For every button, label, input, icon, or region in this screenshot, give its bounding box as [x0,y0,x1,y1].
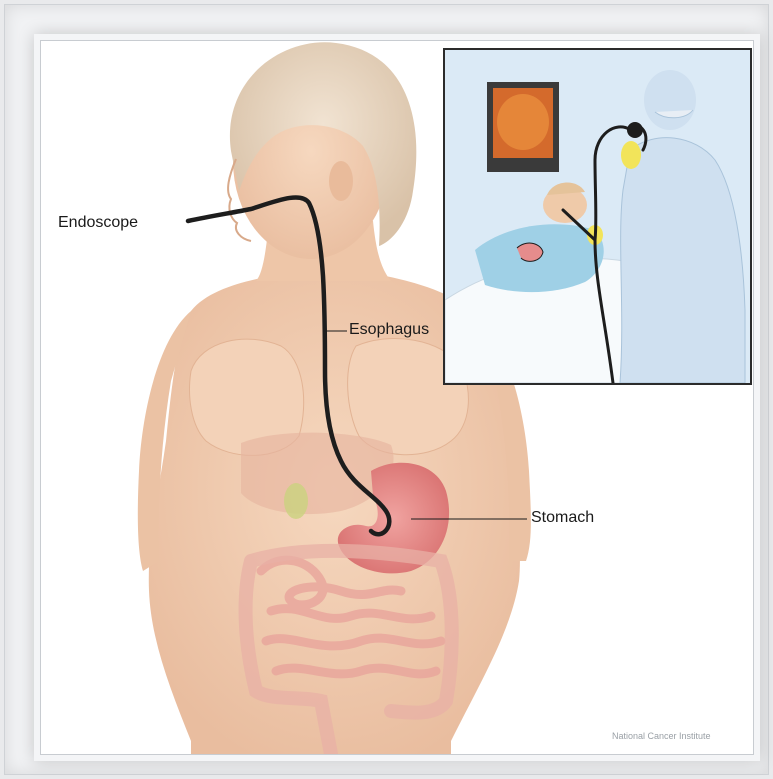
stomach-label: Stomach [531,509,594,527]
procedure-scene [445,50,750,383]
esophagus-label: Esophagus [349,321,429,339]
credit-text: National Cancer Institute [612,731,711,741]
procedure-inset [443,48,752,385]
endoscope-label: Endoscope [58,214,138,232]
ear [329,161,353,201]
illustration-canvas: Endoscope Esophagus Stomach [40,40,754,755]
picture-frame: Endoscope Esophagus Stomach [4,4,769,775]
doctor-head [644,70,696,130]
glove [621,141,641,169]
gallbladder [284,483,308,519]
